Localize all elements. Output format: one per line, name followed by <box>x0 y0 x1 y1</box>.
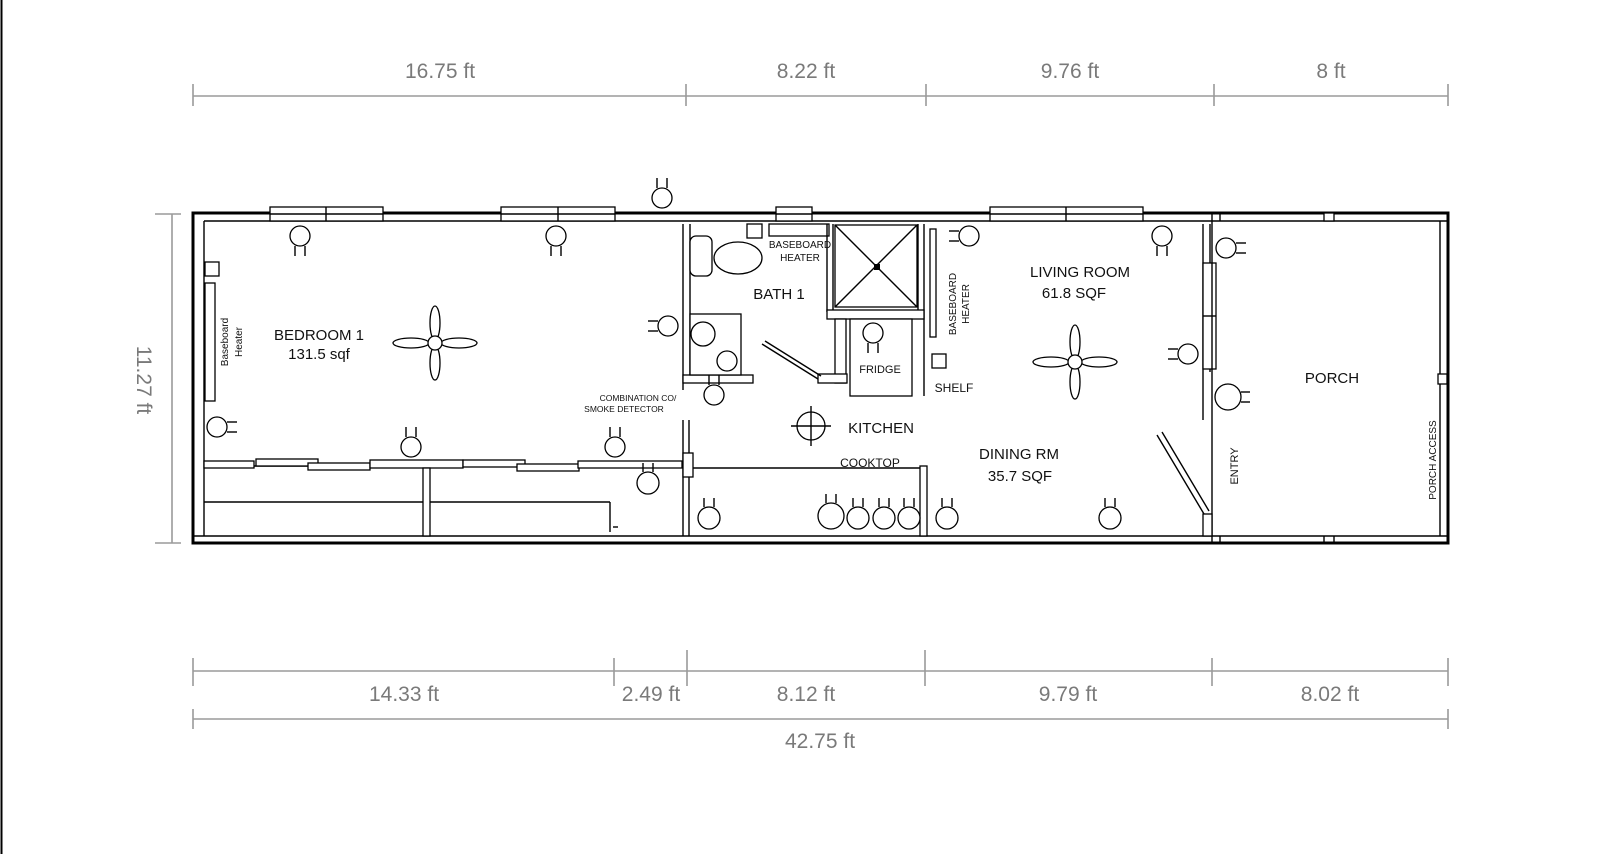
light-fixture-icon <box>791 406 831 446</box>
living-room-area: 61.8 SQF <box>1042 285 1106 302</box>
bedroom-area: 131.5 sqf <box>288 346 351 363</box>
detector-label-1: COMBINATION CO/ <box>600 393 677 403</box>
bottom-dimension-line <box>192 650 1449 686</box>
exterior-walls <box>191 211 1450 545</box>
baseboard-label-bath-2: HEATER <box>780 253 820 264</box>
baseboard-label-bedroom-2: Heater <box>234 326 245 357</box>
entry-label: ENTRY <box>1229 447 1241 485</box>
dining-room-area: 35.7 SQF <box>988 468 1052 485</box>
top-dimension-4: 8 ft <box>1316 60 1345 83</box>
windows <box>269 206 1448 385</box>
interior-walls <box>203 213 1335 543</box>
bottom-dimension-2: 2.49 ft <box>622 683 681 706</box>
bath-name: BATH 1 <box>753 286 804 303</box>
baseboard-label-living-1: BASEBOARD <box>948 273 959 335</box>
porch-name: PORCH <box>1305 370 1359 387</box>
bottom-dimension-1: 14.33 ft <box>369 683 439 706</box>
top-dimension-3: 9.76 ft <box>1041 60 1100 83</box>
dining-room-name: DINING RM <box>979 446 1059 463</box>
kitchen-name: KITCHEN <box>848 420 914 437</box>
shelf-label: SHELF <box>935 381 974 395</box>
total-dimension-line <box>192 709 1449 729</box>
side-dimension: 11.27 ft <box>132 346 155 415</box>
top-dimension-line <box>192 84 1449 106</box>
fan-icon <box>392 305 478 381</box>
bottom-dimension-4: 9.79 ft <box>1039 683 1098 706</box>
top-dimension-2: 8.22 ft <box>777 60 836 83</box>
baseboard-label-bedroom-1: Baseboard <box>220 318 231 366</box>
total-dimension: 42.75 ft <box>785 730 855 753</box>
top-dimension-1: 16.75 ft <box>405 60 475 83</box>
cooktop-label: COOKTOP <box>840 456 900 470</box>
bedroom-name: BEDROOM 1 <box>274 327 364 344</box>
side-dimension-line <box>155 213 181 544</box>
detector-label-2: SMOKE DETECTOR <box>584 404 664 414</box>
baseboard-label-living-2: HEATER <box>961 284 972 324</box>
outlet-icons <box>206 178 1250 530</box>
living-room-name: LIVING ROOM <box>1030 264 1130 281</box>
baseboard-label-bath-1: BASEBOARD <box>769 240 831 251</box>
fan-icon <box>1032 324 1118 400</box>
fridge-label: FRIDGE <box>859 364 901 376</box>
bottom-dimension-5: 8.02 ft <box>1301 683 1360 706</box>
bottom-dimension-3: 8.12 ft <box>777 683 836 706</box>
porch-access-label: PORCH ACCESS <box>1428 420 1439 500</box>
